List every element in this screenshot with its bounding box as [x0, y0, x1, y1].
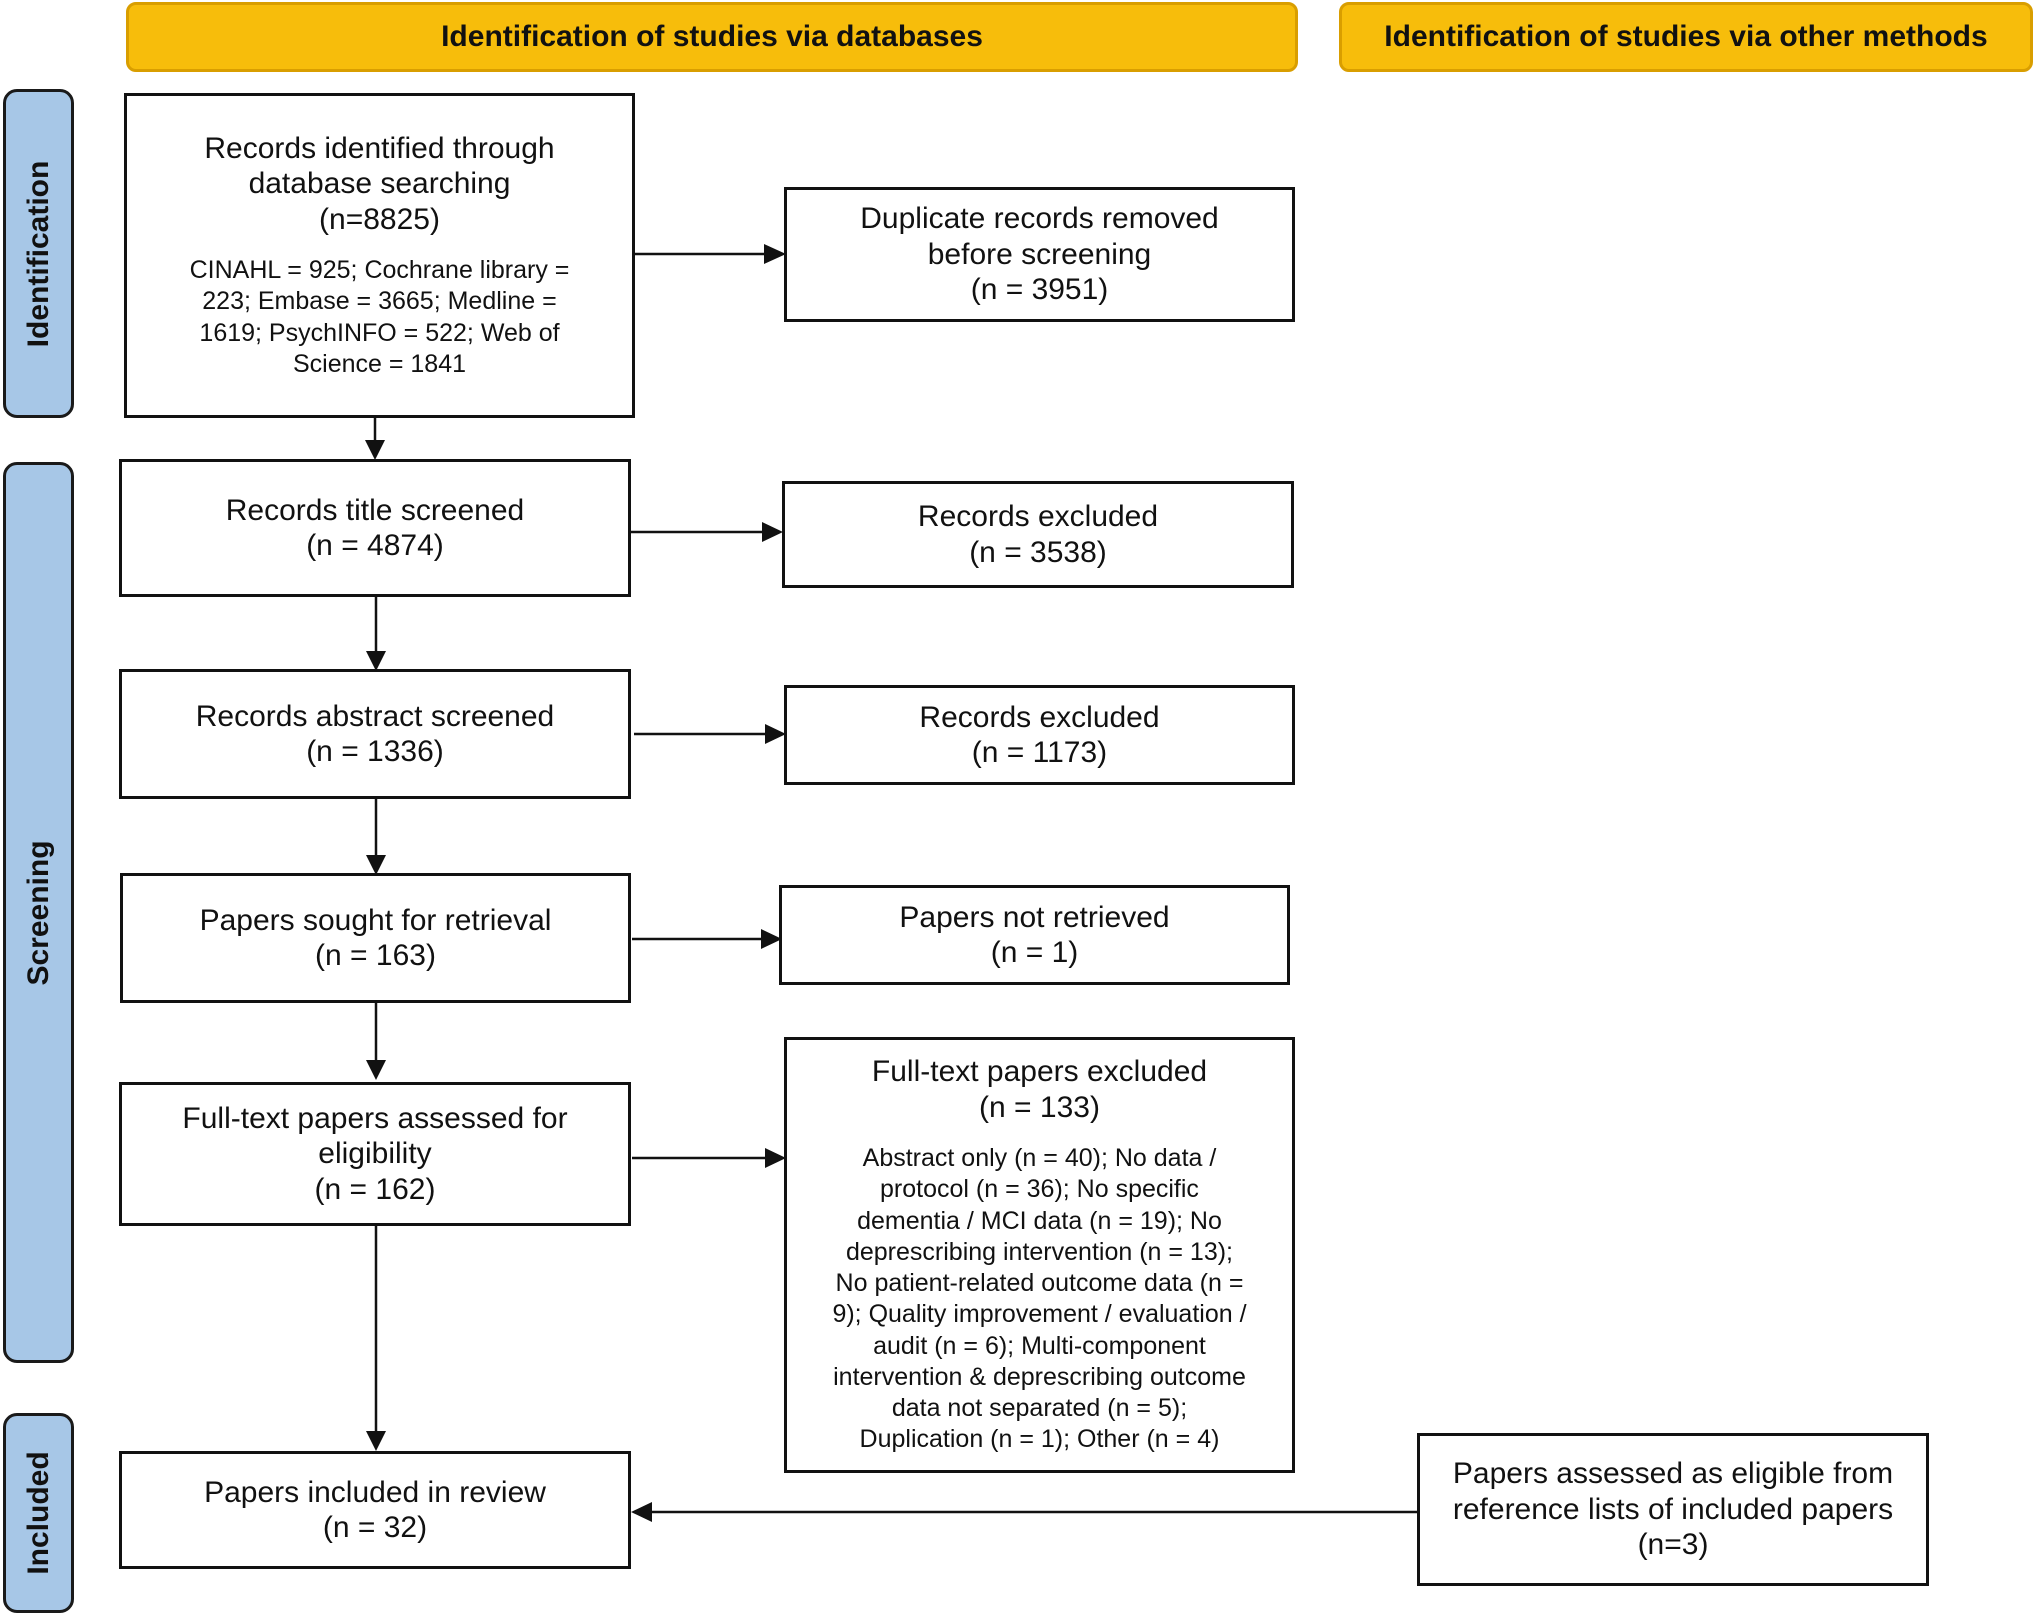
- title-excluded-text: Records excluded (n = 3538): [917, 500, 1159, 569]
- box-title-excluded: Records excluded (n = 3538): [782, 481, 1294, 588]
- duplicates-removed-text: Duplicate records removed before screeni…: [860, 202, 1219, 307]
- fulltext-excluded-reasons: Abstract only (n = 40); No data / protoc…: [832, 1144, 1247, 1454]
- records-identified-text: Records identified through database sear…: [204, 131, 555, 236]
- title-screened-text: Records title screened (n = 4874): [225, 493, 525, 562]
- arrowhead-not-retrieved: [761, 929, 782, 949]
- phase-screening: Screening: [3, 462, 74, 1363]
- not-retrieved-text: Papers not retrieved (n = 1): [899, 900, 1170, 969]
- phase-included: Included: [3, 1413, 74, 1613]
- header-databases-label: Identification of studies via databases: [441, 20, 983, 53]
- arrowhead-title-screened: [365, 440, 385, 460]
- box-title-screened: Records title screened (n = 4874): [119, 459, 631, 597]
- box-fulltext-assessed: Full-text papers assessed for eligibilit…: [119, 1082, 631, 1226]
- box-reference-lists: Papers assessed as eligible from referen…: [1417, 1433, 1929, 1586]
- arrowhead-abstract-screened: [366, 651, 386, 671]
- arrowhead-fulltext-excluded: [765, 1148, 786, 1168]
- box-not-retrieved: Papers not retrieved (n = 1): [779, 885, 1290, 985]
- included-review-text: Papers included in review (n = 32): [204, 1475, 546, 1544]
- arrowhead-included-review: [366, 1431, 386, 1451]
- reference-lists-text: Papers assessed as eligible from referen…: [1452, 1457, 1894, 1562]
- box-abstract-excluded: Records excluded (n = 1173): [784, 685, 1295, 785]
- sought-retrieval-text: Papers sought for retrieval (n = 163): [199, 903, 552, 972]
- arrowhead-title-excluded: [762, 522, 783, 542]
- arrowhead-reference-lists: [631, 1502, 652, 1522]
- box-included-review: Papers included in review (n = 32): [119, 1451, 631, 1569]
- records-identified-sources: CINAHL = 925; Cochrane library = 223; Em…: [189, 256, 570, 378]
- box-sought-retrieval: Papers sought for retrieval (n = 163): [120, 873, 631, 1003]
- fulltext-assessed-text: Full-text papers assessed for eligibilit…: [182, 1101, 568, 1206]
- arrowhead-duplicates: [764, 244, 786, 264]
- header-other-methods: Identification of studies via other meth…: [1339, 2, 2033, 72]
- abstract-screened-text: Records abstract screened (n = 1336): [195, 699, 555, 768]
- arrowhead-fulltext-assessed: [366, 1060, 386, 1080]
- phase-identification: Identification: [3, 89, 74, 418]
- box-duplicates-removed: Duplicate records removed before screeni…: [784, 187, 1295, 322]
- box-abstract-screened: Records abstract screened (n = 1336): [119, 669, 631, 799]
- arrowhead-abstract-excluded: [765, 724, 786, 744]
- box-records-identified: Records identified through database sear…: [124, 93, 635, 418]
- fulltext-excluded-text: Full-text papers excluded (n = 133): [871, 1055, 1208, 1124]
- header-other-methods-label: Identification of studies via other meth…: [1384, 20, 1988, 53]
- box-fulltext-excluded: Full-text papers excluded (n = 133) Abst…: [784, 1037, 1295, 1473]
- abstract-excluded-text: Records excluded (n = 1173): [919, 700, 1160, 769]
- header-databases: Identification of studies via databases: [126, 2, 1298, 72]
- arrowhead-sought-retrieval: [366, 855, 386, 875]
